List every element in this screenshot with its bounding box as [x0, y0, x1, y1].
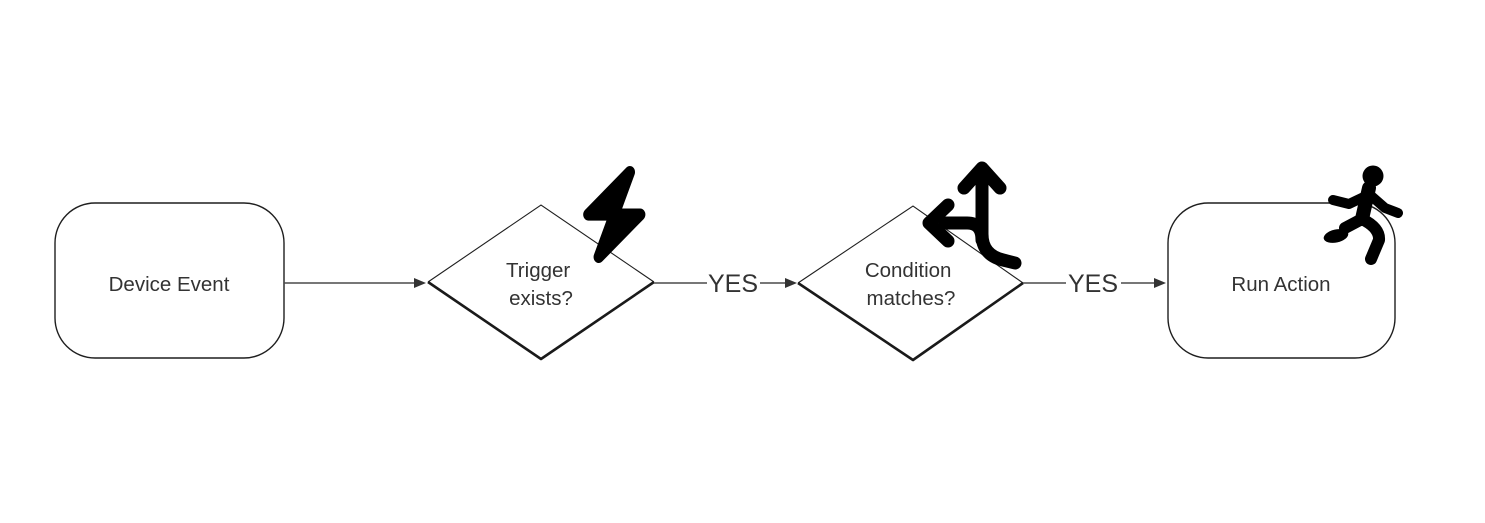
run-action-label: Run Action — [1231, 273, 1330, 296]
arrowhead-icon — [414, 278, 426, 288]
node-run-action: Run Action — [1167, 165, 1403, 359]
arrowhead-icon — [785, 278, 797, 288]
node-device-event: Device Event — [54, 202, 285, 359]
trigger-diamond-bottom-edges — [427, 280, 655, 361]
split-arrows-icon — [922, 161, 1022, 270]
trigger-diamond-top-edges — [427, 204, 655, 283]
edge-label-yes: YES — [708, 270, 758, 298]
condition-diamond-bottom-edges — [797, 281, 1024, 362]
arrowhead-icon — [1154, 278, 1166, 288]
edge-device-to-trigger — [284, 278, 426, 288]
trigger-exists-label: Trigger exists? — [506, 259, 576, 310]
lightning-bolt-icon — [583, 165, 646, 264]
node-trigger-exists: Trigger exists? — [427, 165, 655, 361]
edge-label-yes: YES — [1068, 270, 1118, 298]
edge-condition-to-action: YES — [1023, 270, 1166, 298]
running-person-icon — [1323, 165, 1403, 265]
node-condition-matches: Condition matches? — [797, 161, 1024, 362]
device-event-label: Device Event — [109, 273, 230, 296]
device-event-shape — [54, 202, 285, 359]
edge-trigger-to-condition: YES — [654, 270, 797, 298]
condition-diamond-fill — [798, 206, 1023, 360]
condition-matches-label: Condition matches? — [865, 259, 957, 310]
